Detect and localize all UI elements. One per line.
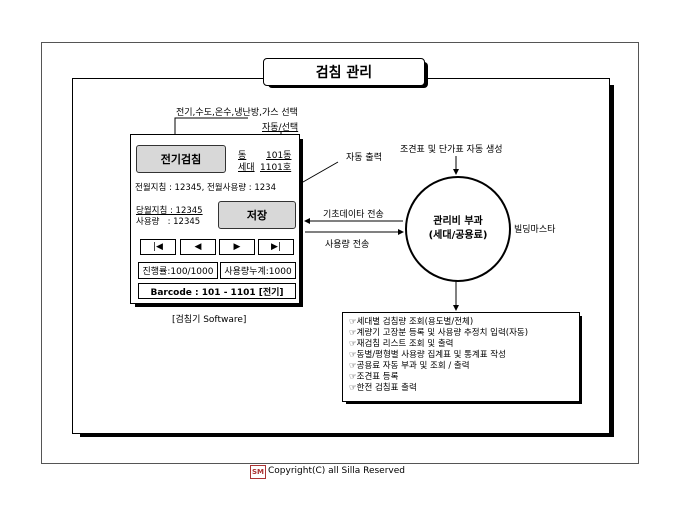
function-item: 조견표 등록 — [349, 372, 579, 383]
progress-display: 진행률:100/1000 — [138, 262, 218, 279]
unit-value: 1101호 — [260, 163, 292, 173]
usage-value: 사용량 : 12345 — [136, 217, 201, 227]
function-item: 동별/평형별 사용량 집계표 및 통계표 작성 — [349, 350, 579, 361]
current-reading: 당월지침 : 12345 — [136, 206, 203, 216]
company-logo: SM — [250, 465, 266, 479]
building-master-label: 빌딩마스타 — [514, 225, 556, 235]
first-record-button[interactable]: |◀ — [140, 239, 176, 255]
auto-generate-label: 조견표 및 단가표 자동 생성 — [400, 145, 503, 155]
functions-list: 세대별 검침량 조회(용도별/전체) 계량기 고장분 등록 및 사용량 추정치 … — [343, 313, 579, 394]
auto-output-label: 자동 출력 — [346, 153, 382, 163]
function-item: 한전 검침표 출력 — [349, 383, 579, 394]
next-record-button[interactable]: ▶ — [219, 239, 255, 255]
prev-record-button[interactable]: ◀ — [180, 239, 216, 255]
billing-title: 관리비 부과 — [433, 216, 483, 227]
dong-label: 동 — [238, 151, 247, 161]
usage-transfer-label: 사용량 전송 — [325, 240, 370, 250]
function-item: 세대별 검침량 조회(용도별/전체) — [349, 317, 579, 328]
cumulative-usage-display: 사용량누계:1000 — [220, 262, 296, 279]
copyright-text: Copyright(C) all Silla Reserved — [268, 466, 405, 476]
billing-subtitle: (세대/공용료) — [428, 230, 488, 241]
function-item: 계량기 고장분 등록 및 사용량 추정치 입력(자동) — [349, 328, 579, 339]
device-caption: [검침기 Software] — [172, 315, 247, 325]
utility-select-label: 전기,수도,온수,냉난방,가스 선택 — [176, 108, 298, 118]
barcode-display: Barcode : 101 - 1101 [전기] — [138, 283, 296, 299]
page-title: 검침 관리 — [263, 58, 425, 86]
function-item: 재검침 리스트 조회 및 출력 — [349, 339, 579, 350]
auto-select-label: 자동/선택 — [262, 123, 299, 133]
billing-circle: 관리비 부과 (세대/공용료) — [405, 176, 511, 282]
functions-box: 세대별 검침량 조회(용도별/전체) 계량기 고장분 등록 및 사용량 추정치 … — [342, 312, 580, 402]
function-item: 공용료 자동 부과 및 조회 / 출력 — [349, 361, 579, 372]
unit-label: 세대 — [238, 163, 255, 173]
base-data-transfer-label: 기초데이타 전송 — [323, 210, 384, 220]
last-record-button[interactable]: ▶| — [258, 239, 294, 255]
meter-type-button[interactable]: 전기검침 — [136, 145, 226, 173]
dong-value: 101동 — [266, 151, 292, 161]
save-button[interactable]: 저장 — [218, 201, 296, 229]
prev-month-reading: 전월지침 : 12345, 전월사용량 : 1234 — [135, 183, 276, 193]
